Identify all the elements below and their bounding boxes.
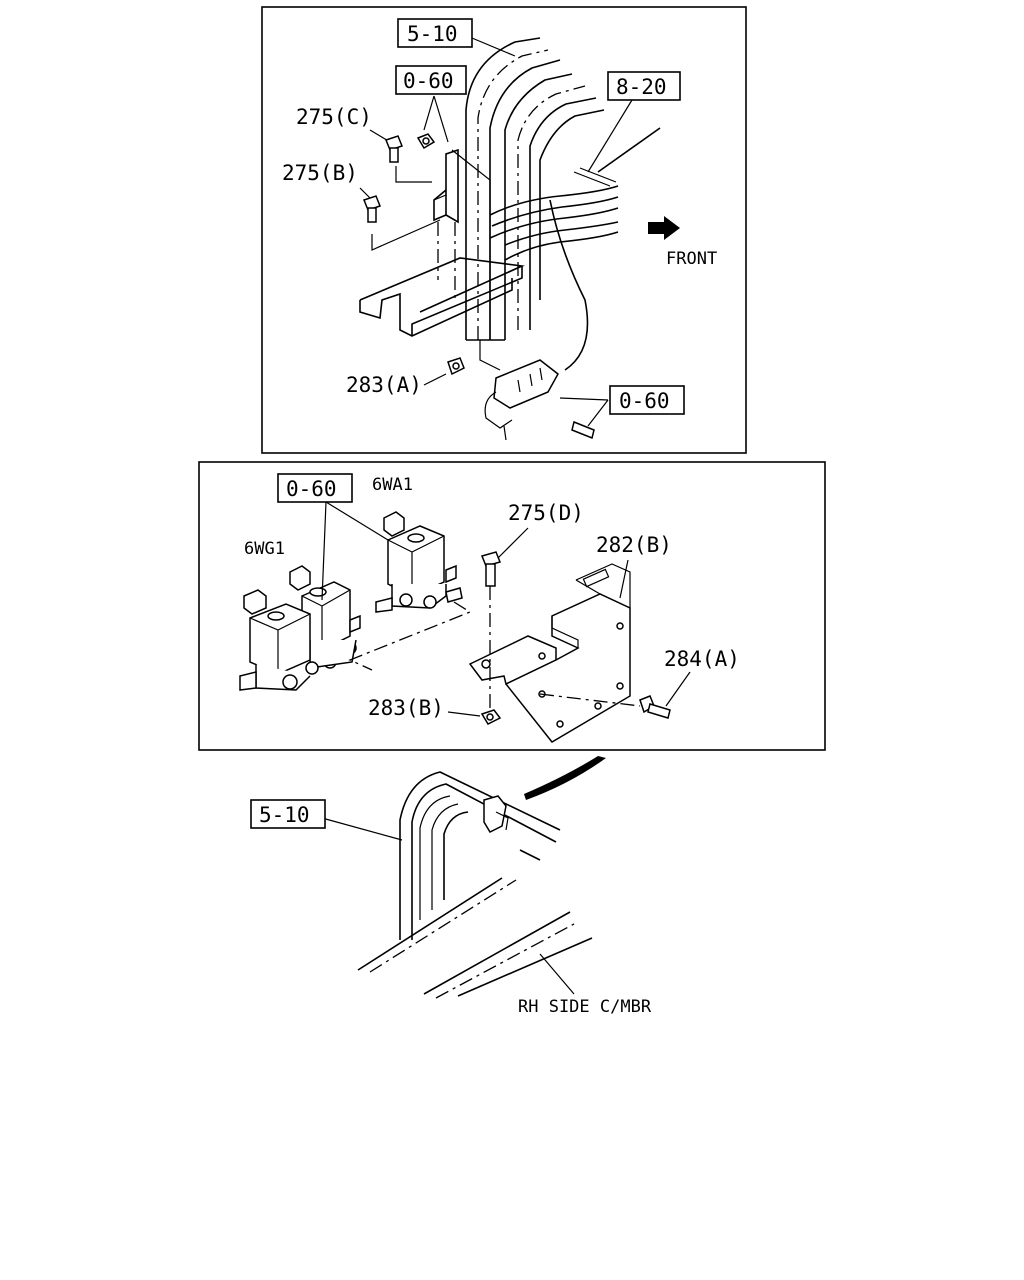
nut-283b xyxy=(480,709,502,725)
leader-lines-middle xyxy=(321,501,691,717)
part-label-282b: 282(B) xyxy=(596,533,672,557)
part-label-283a: 283(A) xyxy=(346,373,422,397)
frame-bracket xyxy=(359,148,525,340)
part-label-283b: 283(B) xyxy=(368,696,444,720)
svg-text:5-10: 5-10 xyxy=(259,803,310,827)
side-member-rh xyxy=(357,877,593,999)
nut-283a xyxy=(447,357,465,376)
wire-harness xyxy=(489,127,661,371)
cab-frame xyxy=(465,37,605,341)
part-label-275b: 275(B) xyxy=(282,161,358,185)
part-label-275d: 275(D) xyxy=(508,501,584,525)
middle-detail-panel: 6WA1 6WG1 275(D) 282(B) 284(A) 283(B) 0-… xyxy=(198,461,826,751)
svg-text:0-60: 0-60 xyxy=(286,477,337,501)
solenoid-valve-6wg1-front xyxy=(239,589,319,691)
side-member-label: RH SIDE C/MBR xyxy=(518,997,652,1017)
ref-box-8-20: 8-20 xyxy=(607,71,681,101)
svg-text:8-20: 8-20 xyxy=(616,75,667,99)
svg-text:5-10: 5-10 xyxy=(407,22,458,46)
valve-label-6wg1: 6WG1 xyxy=(244,539,285,559)
leader-lines-bottom xyxy=(321,817,575,995)
part-label-284a: 284(A) xyxy=(664,647,740,671)
ref-box-5-10-bottom: 5-10 xyxy=(250,799,326,829)
ref-box-5-10-top: 5-10 xyxy=(397,18,473,48)
mounting-bracket-282b xyxy=(468,563,631,743)
solenoid-valve-6wa1 xyxy=(375,511,463,613)
ref-box-0-60-bracket: 0-60 xyxy=(395,65,467,95)
svg-text:0-60: 0-60 xyxy=(619,389,670,413)
ref-box-0-60-valves: 0-60 xyxy=(277,473,353,503)
bolt-284a xyxy=(639,695,671,719)
cab-outline-bottom xyxy=(399,771,561,940)
nut-top xyxy=(416,133,436,150)
bolt-275d xyxy=(480,551,502,587)
front-arrow-icon xyxy=(648,216,680,240)
part-label-275c: 275(C) xyxy=(296,105,372,129)
svg-text:0-60: 0-60 xyxy=(403,69,454,93)
valve-assembly-top xyxy=(484,359,595,441)
chassis-overview: 5-10 RH SIDE C/MBR xyxy=(250,756,652,1017)
detail-pointer-arrow xyxy=(524,756,606,800)
front-arrow-label: FRONT xyxy=(666,249,717,269)
ref-box-0-60-valve: 0-60 xyxy=(609,385,685,415)
valve-label-6wa1: 6WA1 xyxy=(372,475,413,495)
top-detail-panel: 275(C) 275(B) 283(A) FRONT 5-10 0-60 8-2… xyxy=(261,6,747,454)
bolt-275b xyxy=(363,195,381,223)
bolt-275c xyxy=(385,135,403,163)
